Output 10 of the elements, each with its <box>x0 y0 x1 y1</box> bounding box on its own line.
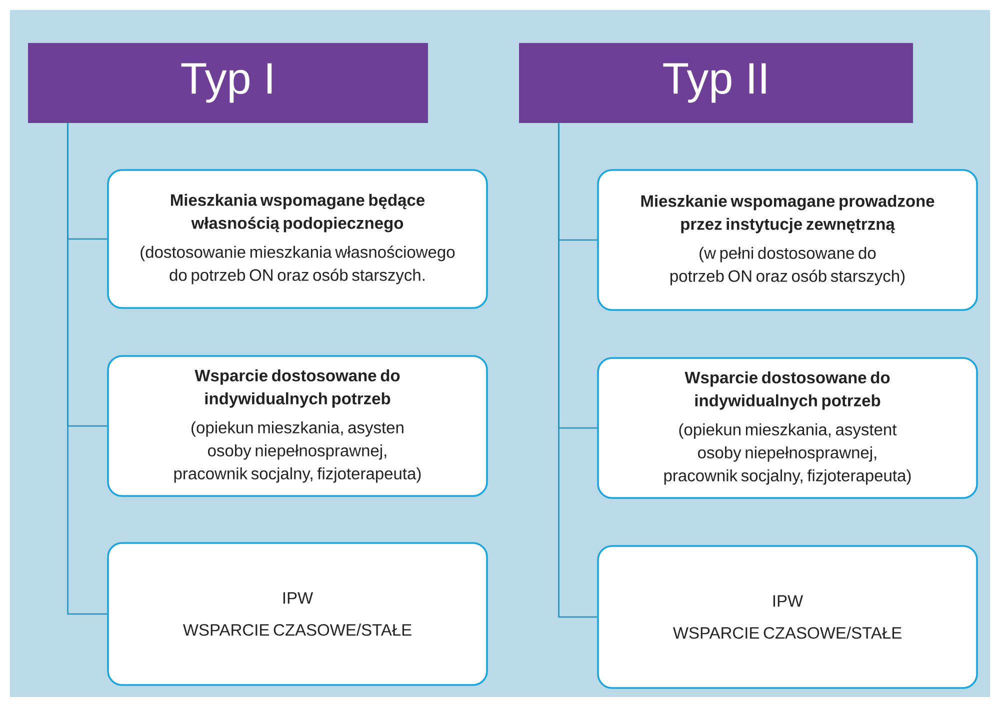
text-box: Mieszkanie wspomagane prowadzone przez instytucje zewnętrzną (w pełni dostosowane do potrzeb ON oraz osób starszych) <box>597 169 978 311</box>
text-box: Wsparcie dostosowane do indywidualnych potrzeb (opiekun mieszkania, asysten osoby niepełnosprawnej, pracownik socjalny, fizjoterapeuta) <box>107 355 488 497</box>
text-box: IPW WSPARCIE CZASOWE/STAŁE <box>597 545 978 689</box>
title-banner: Typ I <box>28 43 428 123</box>
text-box: Mieszkania wspomagane będące własnością podopiecznego (dostosowanie mieszkania własnościowego do potrzeb ON oraz osób starszych. <box>107 169 488 309</box>
text-box: Wsparcie dostosowane do indywidualnych potrzeb (opiekun mieszkania, asystent osoby niepełnosprawnej, pracownik socjalny, fizjoterapeuta) <box>597 357 978 499</box>
text-box: IPW WSPARCIE CZASOWE/STAŁE <box>107 542 488 686</box>
title-banner: Typ II <box>519 43 913 123</box>
connector-line <box>558 123 598 618</box>
connector-line <box>67 123 108 615</box>
